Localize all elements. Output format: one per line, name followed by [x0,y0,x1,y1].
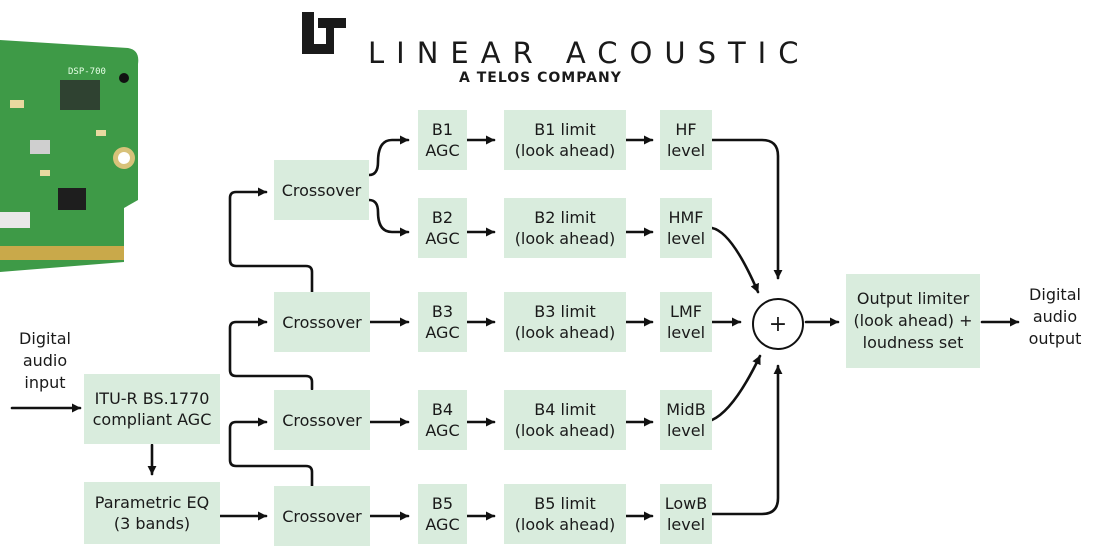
band-limit-block: B1 limit(look ahead) [504,110,626,170]
summing-junction: + [752,298,804,350]
wire-hmf-sum [710,226,760,294]
dsp-board-image: DSP-700 [0,40,139,272]
band-limit-block: B3 limit(look ahead) [504,292,626,352]
wire-xo4-xo3 [228,317,314,391]
crossover-block-1: Crossover [274,160,369,220]
parametric-eq-block: Parametric EQ(3 bands) [84,482,220,544]
band-limit-block: B2 limit(look ahead) [504,198,626,258]
wire-xo1-b1 [367,135,410,177]
crossover-block-4: Crossover [274,390,370,450]
wire-hf-sum [710,138,783,280]
company-logo-mark [302,12,346,54]
wire-xo3-xo1 [228,187,314,294]
wire-midb-sum [710,354,762,422]
company-tagline: A TELOS COMPANY [459,70,622,86]
wire-lowb-sum [710,364,783,516]
crossover-block-3: Crossover [274,292,370,352]
board-label: DSP-700 [68,67,106,77]
band-limit-block: B5 limit(look ahead) [504,484,626,544]
company-wordmark: LINEAR ACOUSTIC [368,36,811,70]
wire-xo5-xo4 [228,417,314,488]
crossover-block-5: Crossover [274,486,370,546]
band-limit-block: B4 limit(look ahead) [504,390,626,450]
output-limiter-block: Output limiter(look ahead) +loudness set [846,274,980,368]
wire-xo1-b2 [367,198,410,237]
